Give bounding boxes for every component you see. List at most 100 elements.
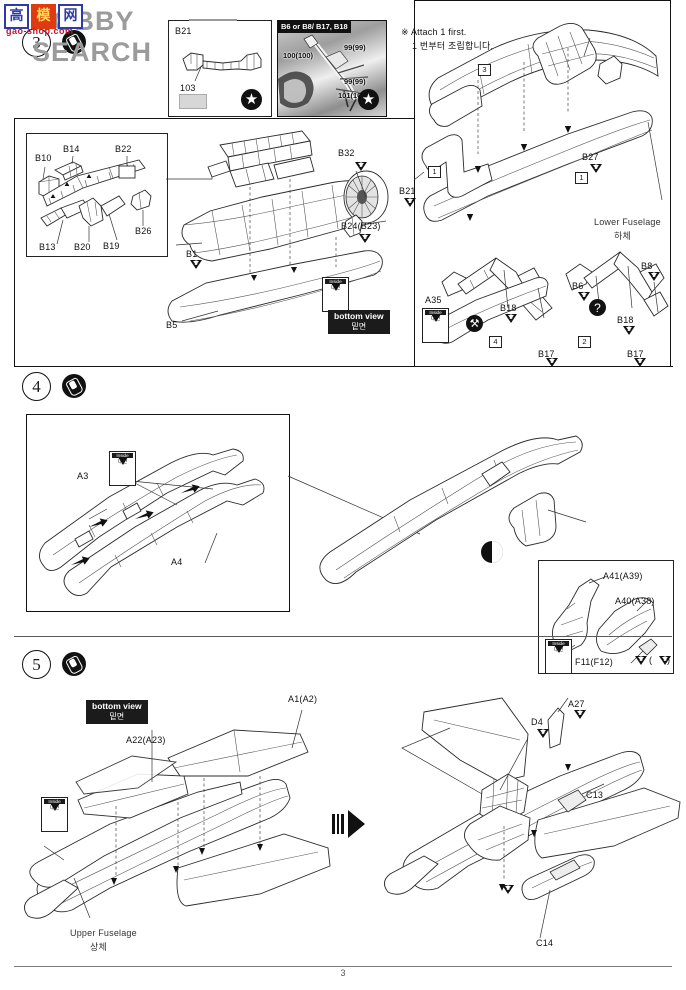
upper-fuselage-kr: 상체 xyxy=(90,942,107,952)
label-b20: B20 xyxy=(74,242,91,252)
attach-note-en-text: ※ Attach 1 first. xyxy=(401,27,467,37)
badge-inside-en-s5: Inside xyxy=(44,799,65,804)
badge-inside-en-s3: Inside xyxy=(325,279,346,284)
lower-fuselage-en: Lower Fuselage xyxy=(594,217,661,227)
question-icon: ? xyxy=(589,299,606,316)
label-b1: B1 xyxy=(186,249,198,259)
step3-divider xyxy=(414,0,416,366)
badge-inside-step4-inset: Inside 내면 xyxy=(545,639,572,674)
badge-bottom-view-step5: bottom view 밑면 xyxy=(86,700,148,724)
badge-inside-kr-s4i: 내면 xyxy=(553,647,564,653)
step4-bottom-rule xyxy=(14,636,672,637)
label-a27: A27 xyxy=(568,699,585,709)
order-number-1a: 1 xyxy=(428,166,441,178)
step3-frame-top-right xyxy=(414,0,670,2)
step3-frame-top xyxy=(14,118,414,120)
marker-b32: 5 xyxy=(355,162,367,171)
label-d4: D4 xyxy=(531,717,543,727)
step4-left-drawing xyxy=(39,448,265,596)
label-a40: A40(A38) xyxy=(615,596,655,606)
step-number-3: 3 xyxy=(22,28,51,57)
step4-right-drawing xyxy=(287,435,587,585)
inset-photo-reference: B6 or B8/ B17, B18 100(100) 99(99) 99(99… xyxy=(277,20,387,117)
badge-bv-kr-s5: 밑면 xyxy=(109,711,125,721)
glue-icon-step4 xyxy=(62,374,86,398)
order-number-2: 2 xyxy=(578,336,591,348)
label-b27: B27 xyxy=(582,152,599,162)
step4-right-inset: A41(A39) A40(A38) F11(F12) Inside 내면 5 (… xyxy=(538,560,674,674)
photo-callout-1: 100(100) xyxy=(283,51,314,60)
label-b5: B5 xyxy=(166,320,178,330)
marker-b21-right: 5 xyxy=(404,198,416,207)
clamp-icon: ⚒ xyxy=(466,315,483,332)
label-c14: C14 xyxy=(536,938,554,948)
label-a1: A1(A2) xyxy=(288,694,318,704)
glue-icon-step3 xyxy=(62,30,86,54)
watermark-rule xyxy=(189,19,237,21)
step3-subparts-drawing xyxy=(38,155,152,245)
marker-f12: 5 xyxy=(659,656,671,665)
marker-b27: 5 xyxy=(590,164,602,173)
label-a3: A3 xyxy=(77,471,89,481)
watermark-cjk: 高 模 网 xyxy=(4,4,83,29)
label-c13: C13 xyxy=(586,790,604,800)
label-b17-left: B17 xyxy=(538,349,555,359)
watermark-cjk-1: 高 xyxy=(4,4,29,29)
step3-right-assembly xyxy=(413,23,669,344)
badge-inside-en-a35: Inside xyxy=(425,310,446,315)
step5-left-drawing xyxy=(24,709,331,919)
photo-callout-3: 99(99) xyxy=(344,77,366,86)
label-b32: B32 xyxy=(338,148,355,158)
attach-note-kr: 1 번부터 조립합니다. xyxy=(412,36,493,54)
marker-f11: 5 xyxy=(635,656,647,665)
marker-b6: 5 xyxy=(578,292,590,301)
arrow-bars xyxy=(332,814,346,839)
label-b13: B13 xyxy=(39,242,56,252)
badge-inside-en-s4: Inside xyxy=(112,453,133,458)
label-f11: F11(F12) xyxy=(575,657,613,667)
glue-icon-step5 xyxy=(62,652,86,676)
label-b18-right: B18 xyxy=(617,315,634,325)
upper-fuselage-en: Upper Fuselage xyxy=(70,928,137,938)
arrow-head xyxy=(348,810,365,838)
badge-inside-triangle-a35 xyxy=(430,314,441,339)
badge-bv-en-s5: bottom view xyxy=(92,701,142,711)
label-a41: A41(A39) xyxy=(603,571,643,581)
label-b6: B6 xyxy=(572,281,584,291)
star-icon-photo: ★ xyxy=(358,89,379,110)
photo-callout-2: 99(99) xyxy=(344,43,366,52)
badge-inside-step5: Inside 내면 xyxy=(41,797,68,832)
marker-b17-left: 5 xyxy=(546,358,558,367)
lower-fuselage-kr: 하체 xyxy=(614,231,631,241)
badge-inside-step4: Inside 내면 xyxy=(109,451,136,486)
photo-landing-gear-sketch xyxy=(278,34,369,112)
marker-d4: 5 xyxy=(537,729,549,738)
badge-inside-a35: Inside 내면 xyxy=(422,308,449,343)
paint-code-103: 103 xyxy=(180,83,196,93)
badge-bv-kr-s3: 밑면 xyxy=(351,321,367,331)
badge-inside-kr-s3: 내면 xyxy=(330,285,341,291)
photo-callout-4: 101(101) xyxy=(338,91,369,100)
watermark-cjk-2: 模 xyxy=(31,4,56,29)
right-arrow-icon xyxy=(332,810,372,840)
inset-b21: B21 103 ★ xyxy=(168,20,272,117)
watermark: HOBBY SEARCH 高 模 网 gao-shop.com xyxy=(4,2,237,67)
marker-b17-right: 5 xyxy=(634,358,646,367)
marker-b18-left: 5 xyxy=(505,314,517,323)
step3-left-assembly xyxy=(166,130,389,323)
label-b22: B22 xyxy=(115,144,132,154)
watermark-domain: gao-shop.com xyxy=(6,26,74,36)
label-b10: B10 xyxy=(35,153,52,163)
badge-inside-kr-s5: 내면 xyxy=(49,805,60,811)
label-b24: B24(B23) xyxy=(341,221,381,231)
badge-inside-triangle-s4 xyxy=(117,457,128,482)
paint-chip xyxy=(179,94,207,109)
badge-inside-step3: Inside 내면 xyxy=(322,277,349,312)
marker-a27: 5 xyxy=(574,710,586,719)
order-number-1b: 1 xyxy=(575,172,588,184)
label-a35: A35 xyxy=(425,295,442,305)
label-b17-right: B17 xyxy=(627,349,644,359)
label-a22: A22(A23) xyxy=(126,735,166,745)
badge-inside-kr-s4: 내면 xyxy=(117,459,128,465)
b21-part-drawing xyxy=(182,52,262,82)
